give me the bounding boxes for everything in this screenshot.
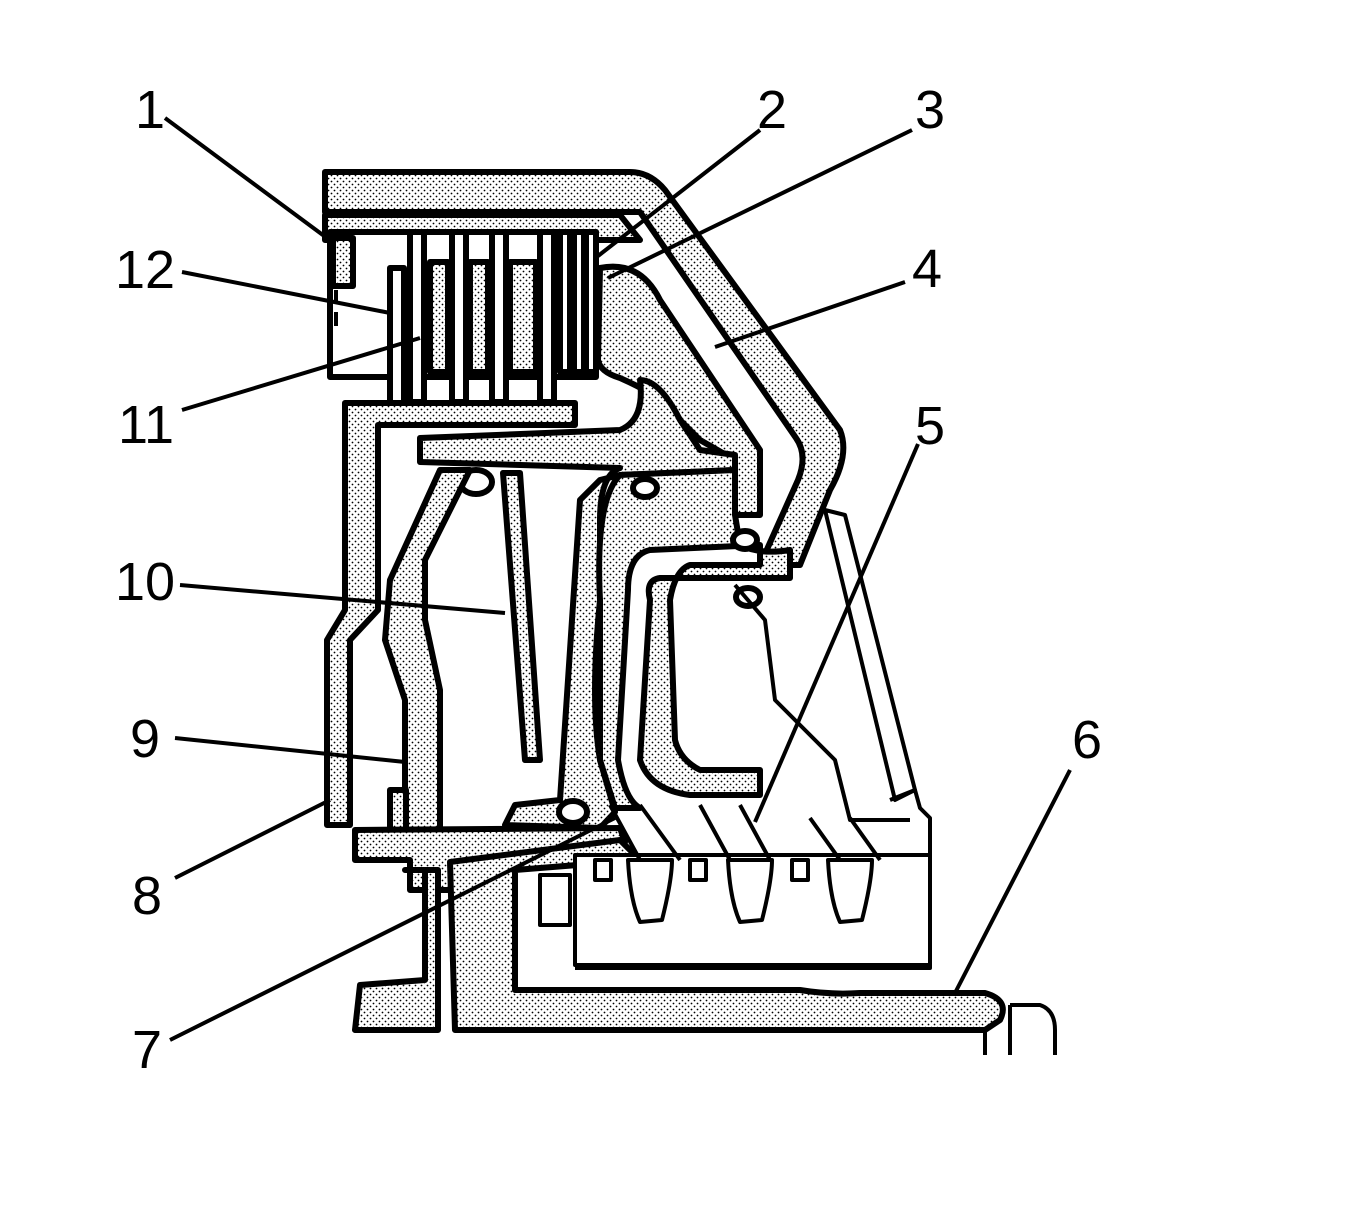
callout-6: 6: [1072, 710, 1102, 770]
leader-11: [181, 336, 421, 412]
leader-10: [179, 583, 506, 615]
leader-12: [181, 270, 391, 315]
leader-8: [174, 798, 331, 880]
return-spring: [500, 470, 543, 763]
support-struts: [575, 508, 932, 970]
callout-2: 2: [757, 80, 787, 140]
callout-10: 10: [115, 552, 175, 612]
leader-2: [596, 128, 762, 258]
callout-1: 1: [135, 80, 165, 140]
inner-drum: [596, 467, 793, 811]
leader-1: [163, 116, 337, 246]
leader-3: [607, 128, 913, 280]
leader-4: [714, 280, 906, 349]
leader-7: [169, 816, 616, 1042]
planetary-carrier: [538, 803, 932, 967]
leader-6: [953, 769, 1072, 994]
callout-8: 8: [132, 866, 162, 926]
clutch-plate-pack: [327, 229, 599, 406]
leader-9: [174, 736, 406, 764]
callout-4: 4: [912, 239, 942, 299]
input-shaft-hub: [352, 825, 1057, 1055]
clutch-housing-wall: [324, 400, 578, 838]
leader-5: [753, 443, 920, 823]
leader-lines: [163, 116, 1072, 1042]
callout-3: 3: [915, 80, 945, 140]
callout-12: 12: [115, 240, 175, 300]
callout-9: 9: [130, 709, 160, 769]
callout-labels: 1 2 3 4 5 6 7 8 9 10 11 12: [115, 80, 1102, 1080]
callout-7: 7: [132, 1020, 162, 1080]
callout-11: 11: [118, 395, 174, 455]
callout-5: 5: [915, 396, 945, 456]
